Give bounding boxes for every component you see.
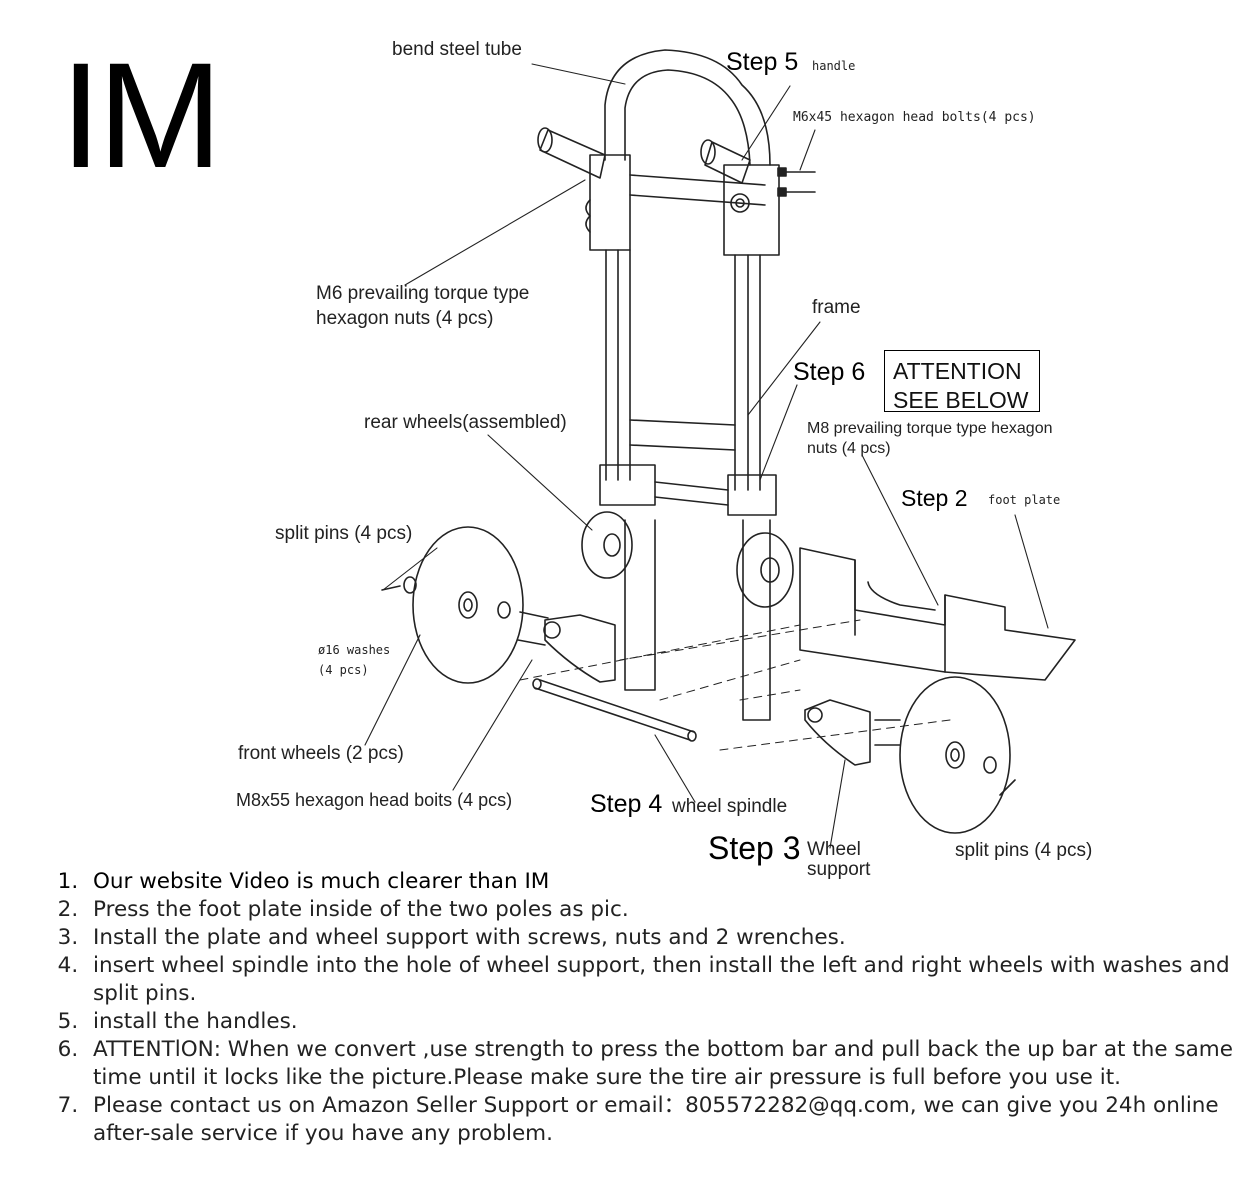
label-m6-nuts-line1: M6 prevailing torque type — [316, 283, 530, 304]
label-wheel-support-line2: support — [807, 859, 871, 880]
attention-line1: ATTENTION — [893, 358, 1022, 384]
instruction-item: Please contact us on Amazon Seller Suppo… — [85, 1092, 1235, 1148]
foot-plate-drawing — [799, 547, 1076, 681]
attention-box: ATTENTION SEE BELOW — [884, 350, 1040, 413]
label-m8-nuts-line1: M8 prevailing torque type hexagon — [807, 420, 1053, 437]
label-m6x45-bolts: M6x45 hexagon head bolts(4 pcs) — [793, 110, 1036, 125]
label-m6-nuts-line2: hexagon nuts (4 pcs) — [316, 308, 494, 329]
hand-truck-assembly-drawing — [364, 49, 1076, 849]
label-step-2: Step 2 — [901, 485, 968, 511]
label-handle: handle — [812, 59, 856, 73]
m8x55-bolts — [517, 611, 901, 746]
label-split-pins-right: split pins (4 pcs) — [955, 840, 1093, 861]
instruction-item: Our website Video is much clearer than I… — [85, 868, 1235, 896]
label-step-3: Step 3 — [708, 830, 801, 866]
page-title: IM — [60, 31, 223, 199]
m6x45-bolts — [777, 167, 816, 197]
attention-line2: SEE BELOW — [893, 386, 1029, 413]
instruction-item: insert wheel spindle into the hole of wh… — [85, 952, 1235, 1008]
bend-steel-tube — [604, 49, 771, 166]
instruction-list: Our website Video is much clearer than I… — [40, 868, 1235, 1148]
label-step-5: Step 5 — [726, 48, 799, 76]
wheel-supports — [543, 614, 871, 766]
front-wheels-drawing — [412, 526, 1011, 834]
label-foot-plate: foot plate — [988, 493, 1061, 507]
wheel-spindle-drawing — [532, 678, 697, 742]
label-wheel-support-line1: Wheel — [807, 839, 861, 860]
label-frame: frame — [812, 297, 861, 318]
leader-lines — [364, 63, 1049, 849]
label-step-6: Step 6 — [793, 358, 866, 386]
frame-poles — [605, 249, 771, 721]
label-washers-line1: ø16 washes — [318, 643, 391, 657]
label-m8-nuts-line2: nuts (4 pcs) — [807, 440, 891, 457]
instruction-item: install the handles. — [85, 1008, 1235, 1036]
label-washers-line2: (4 pcs) — [318, 663, 369, 677]
label-step-4: Step 4 — [590, 790, 663, 818]
instruction-item: ATTENTlON: When we convert ,use strength… — [85, 1036, 1235, 1092]
upper-brackets — [585, 154, 780, 256]
washers-and-pins — [381, 576, 1016, 796]
instruction-item: Install the plate and wheel support with… — [85, 924, 1235, 952]
label-rear-wheels: rear wheels(assembled) — [364, 412, 567, 433]
middle-brackets — [599, 464, 777, 516]
assembly-guide-lines — [519, 619, 951, 751]
label-wheel-spindle: wheel spindle — [672, 796, 788, 817]
instruction-manual-page: IM bend steel tube Step 5 handle M6x45 h… — [0, 0, 1200, 1200]
label-m8x55-bolts: M8x55 hexagon head boits (4 pcs) — [236, 790, 513, 810]
label-front-wheels: front wheels (2 pcs) — [238, 743, 404, 764]
rear-wheels — [581, 511, 794, 608]
label-split-pins-left: split pins (4 pcs) — [275, 523, 413, 544]
handle-grips — [537, 127, 751, 184]
instruction-item: Press the foot plate inside of the two p… — [85, 896, 1235, 924]
label-bend-steel-tube: bend steel tube — [392, 39, 522, 60]
